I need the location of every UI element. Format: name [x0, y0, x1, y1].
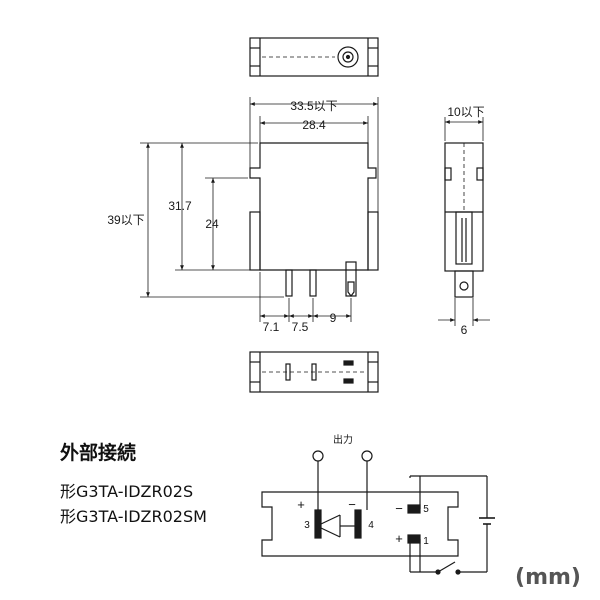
plus-sign-input: + [395, 531, 403, 546]
dim-depth-max: 10以下 [447, 105, 484, 119]
output-label: 出力 [333, 433, 353, 446]
dim-height-inner: 24 [205, 217, 219, 231]
pin-3-label: 3 [304, 520, 310, 531]
minus-sign-input: − [395, 501, 403, 516]
dim-pitch-3: 9 [330, 311, 337, 325]
top-view [249, 37, 379, 77]
dim-height-body: 31.7 [168, 199, 192, 213]
connection-heading: 外部接続 [60, 441, 136, 464]
dim-pitch-1: 7.1 [263, 320, 280, 334]
front-dimensions [140, 97, 379, 322]
dim-pin-width: 6 [461, 323, 468, 337]
bottom-view [249, 351, 379, 393]
dim-pitch-2: 7.5 [292, 320, 309, 334]
model-name-2: 形G3TA-IDZR02SM [60, 507, 207, 526]
dim-width-max: 33.5以下 [290, 99, 337, 113]
pin-5-label: 5 [423, 504, 429, 515]
pin-1-label: 1 [423, 536, 429, 547]
side-view [444, 142, 484, 298]
minus-sign-output: − [348, 497, 356, 512]
unit-label: (mm) [515, 565, 581, 590]
side-dimensions [438, 117, 490, 326]
dim-width-inner: 28.4 [302, 118, 326, 132]
dim-height-max: 39以下 [107, 213, 144, 227]
front-view [249, 142, 379, 297]
plus-sign-output: + [297, 497, 305, 512]
pin-4-label: 4 [368, 520, 374, 531]
model-name-1: 形G3TA-IDZR02S [60, 482, 193, 501]
wiring-diagram [261, 450, 495, 575]
